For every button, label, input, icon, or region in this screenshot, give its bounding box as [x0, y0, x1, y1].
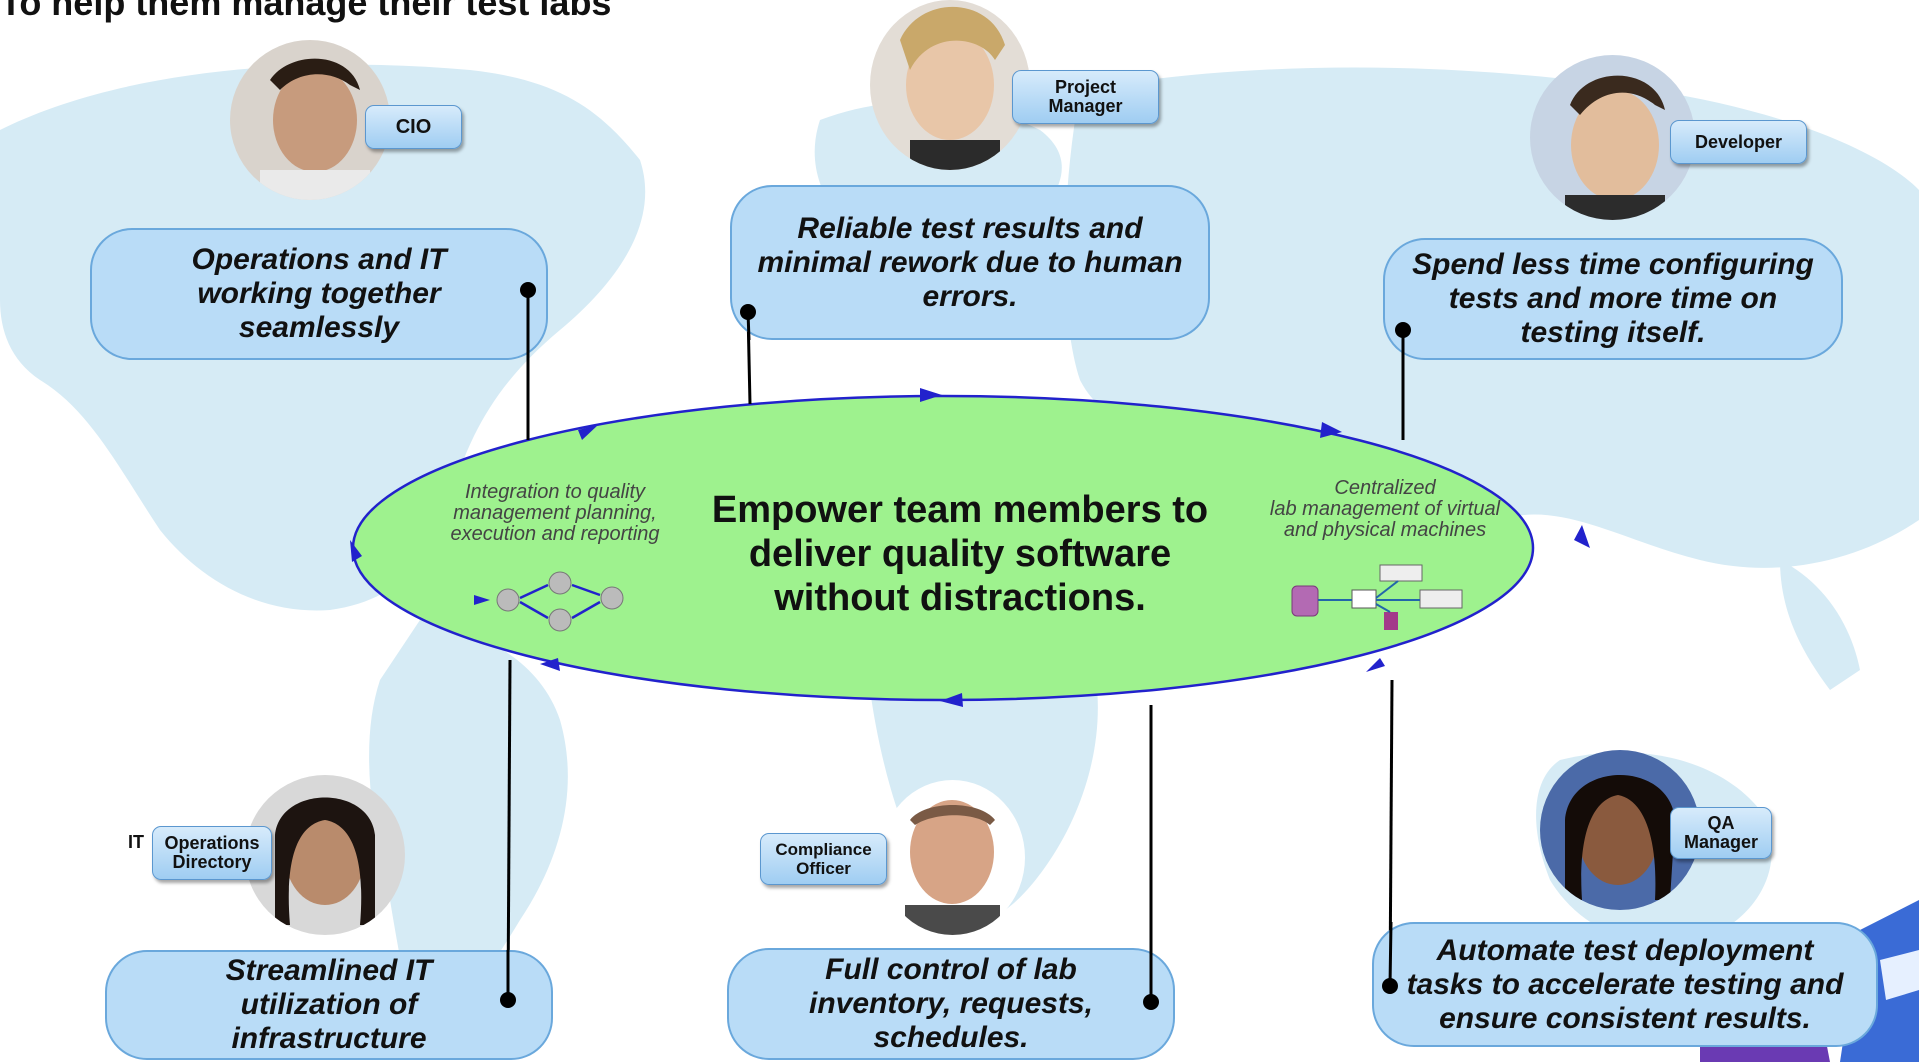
left-note: Integration to quality management planni… — [425, 482, 685, 545]
bubble-it-operations-line: Streamlined IT — [225, 954, 433, 987]
badge-developer: Developer — [1670, 120, 1807, 164]
badge-project-manager-label: Project — [1054, 77, 1117, 97]
badge-project-manager-label: Manager — [1048, 96, 1123, 116]
central-message-line: deliver quality software — [748, 533, 1172, 575]
badge-compliance-officer-label: Compliance — [775, 840, 872, 859]
bubble-developer-line: tests and more time on — [1448, 282, 1778, 315]
badge-developer-label: Developer — [1694, 131, 1783, 152]
central-message: Empower team members to deliver quality … — [700, 488, 1220, 620]
bubble-compliance-officer-line: inventory, requests, — [809, 987, 1093, 1020]
bubble-qa-manager-line: tasks to accelerate testing and — [1406, 967, 1844, 1001]
page-title: To help them manage their test labs — [0, 0, 612, 23]
badge-compliance-officer-label: Officer — [796, 859, 851, 878]
badge-cio-label: CIO — [395, 115, 432, 138]
badge-compliance-officer: Compliance Officer — [760, 833, 887, 885]
badge-qa-manager: QA Manager — [1670, 807, 1772, 859]
badge-qa-manager-label: QA — [1707, 813, 1735, 833]
right-note-line: Centralized — [1334, 477, 1436, 499]
bubble-cio-line: Operations and IT — [191, 243, 447, 276]
bubble-developer: Spend less time configuring tests and mo… — [1383, 238, 1843, 360]
bubble-compliance-officer: Full control of lab inventory, requests,… — [727, 948, 1175, 1060]
central-message-line: Empower team members to — [711, 489, 1209, 531]
central-message-line: without distractions. — [774, 577, 1146, 619]
bubble-project-manager-line: errors. — [922, 279, 1018, 313]
right-note: Centralized lab management of virtual an… — [1235, 478, 1535, 541]
bubble-compliance-officer-line: schedules. — [873, 1021, 1029, 1054]
bubble-developer-line: Spend less time configuring — [1412, 248, 1814, 281]
bubble-cio-line: working together — [197, 277, 441, 310]
bubble-developer-line: testing itself. — [1520, 316, 1706, 349]
badge-it-prefix: IT — [128, 832, 144, 852]
badge-it-operations-label: Operations — [164, 833, 260, 853]
right-note-line: and physical machines — [1283, 519, 1487, 541]
developer-portrait-avatar — [1530, 55, 1695, 220]
badge-cio: CIO — [365, 105, 462, 149]
bubble-it-operations-line: utilization of — [240, 988, 418, 1021]
bubble-project-manager-line: minimal rework due to human — [757, 245, 1183, 279]
bubble-qa-manager: Automate test deployment tasks to accele… — [1372, 922, 1878, 1047]
bubble-compliance-officer-line: Full control of lab — [825, 953, 1077, 986]
bubble-qa-manager-line: Automate test deployment — [1436, 933, 1814, 967]
left-note-line: Integration to quality — [464, 481, 646, 503]
compliance-officer-portrait-avatar — [880, 780, 1025, 935]
bubble-cio-line: seamlessly — [238, 311, 400, 344]
left-note-line: management planning, — [453, 502, 657, 524]
badge-project-manager: Project Manager — [1012, 70, 1159, 124]
project-manager-portrait-avatar — [870, 0, 1030, 170]
bubble-cio: Operations and IT working together seaml… — [90, 228, 548, 360]
right-note-line: lab management of virtual — [1269, 498, 1501, 520]
bubble-project-manager-line: Reliable test results and — [797, 211, 1143, 245]
bubble-project-manager: Reliable test results and minimal rework… — [730, 185, 1210, 340]
badge-qa-manager-label: Manager — [1683, 832, 1759, 852]
badge-it-operations-label: Directory — [172, 852, 252, 872]
left-note-line: execution and reporting — [450, 523, 660, 545]
bubble-it-operations-line: infrastructure — [231, 1022, 427, 1055]
badge-it-operations: Operations Directory — [152, 826, 272, 880]
bubble-it-operations: Streamlined IT utilization of infrastruc… — [105, 950, 553, 1060]
bubble-qa-manager-line: ensure consistent results. — [1439, 1001, 1811, 1035]
